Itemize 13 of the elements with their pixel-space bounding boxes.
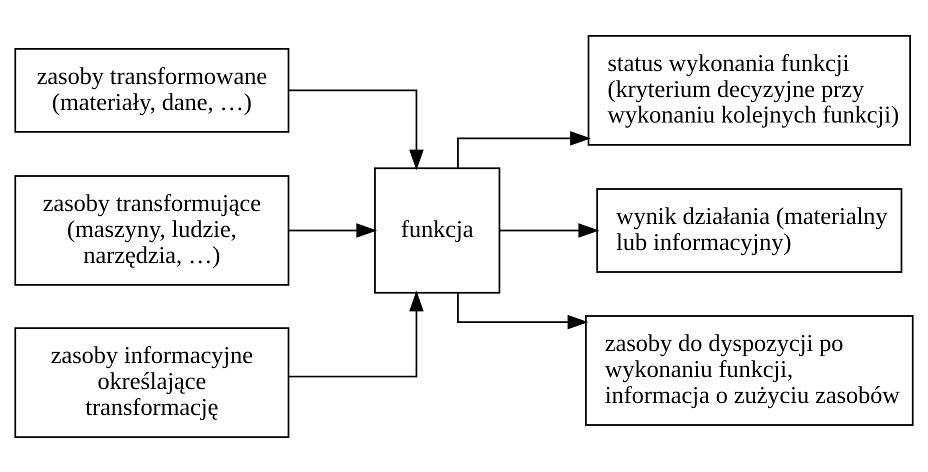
node-box: zasoby transformowane (materiały, dane, …) (14, 48, 290, 132)
node-box: zasoby transformujące (maszyny, ludzie, narzędzia, …) (14, 174, 290, 286)
arrow (500, 222, 600, 238)
node-box: zasoby informacyjne określające transformację (14, 326, 290, 438)
node-box: zasoby do dyspozycji po wykonaniu funkcji, informacja o zużyciu zasobów (585, 314, 914, 426)
arrow (457, 292, 588, 329)
arrow (288, 290, 424, 377)
node-box: funkcja (374, 166, 500, 294)
arrow (288, 89, 424, 170)
node-box: status wykonania funkcji (kryterium decyzyjne przy wykonaniu kolejnych funkcji) (588, 34, 911, 146)
arrow (288, 222, 378, 238)
node-box: wynik działania (materialny lub informacyjny) (596, 188, 902, 272)
arrow (457, 130, 591, 168)
